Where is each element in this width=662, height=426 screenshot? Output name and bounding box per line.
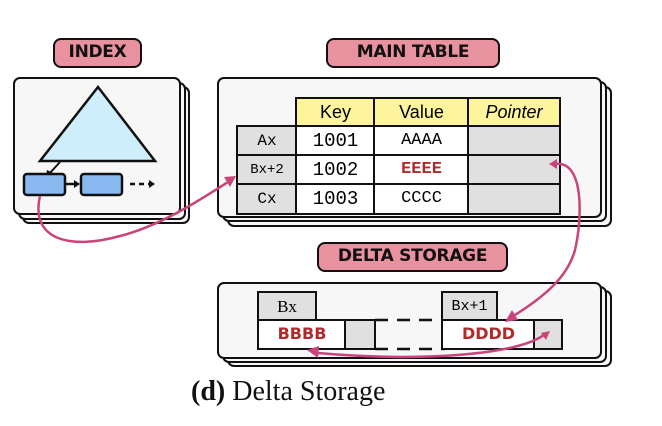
leaf-node-1 (22, 172, 67, 197)
leaf-node-2 (79, 172, 124, 197)
arrowhead-icon (307, 346, 319, 358)
cell-value-cccc: CCCC (373, 183, 470, 215)
arrowhead-icon (505, 310, 518, 322)
row-id-ax: Ax (236, 125, 298, 157)
cell-key-1003: 1003 (295, 183, 376, 215)
index-label: INDEX (53, 38, 142, 68)
delta-gap-ellipsis (375, 318, 445, 351)
index-tree-diagram (22, 84, 158, 197)
delta-pointer-bx (344, 319, 376, 350)
cell-key-1002: 1002 (295, 154, 376, 186)
caption-text: Delta Storage (225, 376, 386, 407)
row-id-cx: Cx (236, 183, 298, 215)
delta-chain-arrow (317, 333, 546, 359)
cell-value-eeee: EEEE (373, 154, 470, 186)
pointer-origin-arrowhead-icon (541, 331, 550, 340)
cell-value-aaaa: AAAA (373, 125, 470, 157)
delta-id-bx1: Bx+1 (441, 291, 498, 322)
figure-caption: (d) Delta Storage (191, 376, 385, 408)
delta-id-bx: Bx (257, 291, 317, 322)
cell-pointer-3 (467, 183, 561, 215)
delta-storage-label: DELTA STORAGE (317, 242, 508, 272)
index-to-table-arrow (37, 180, 229, 244)
btree-triangle-icon (37, 84, 158, 163)
main-table-label: MAIN TABLE (326, 38, 500, 68)
pointer-origin-arrowhead-icon (549, 159, 557, 169)
arrowhead-icon (224, 176, 236, 187)
column-header-pointer: Pointer (467, 97, 561, 128)
table-to-delta-arrow (509, 162, 581, 320)
caption-prefix: (d) (191, 376, 226, 407)
